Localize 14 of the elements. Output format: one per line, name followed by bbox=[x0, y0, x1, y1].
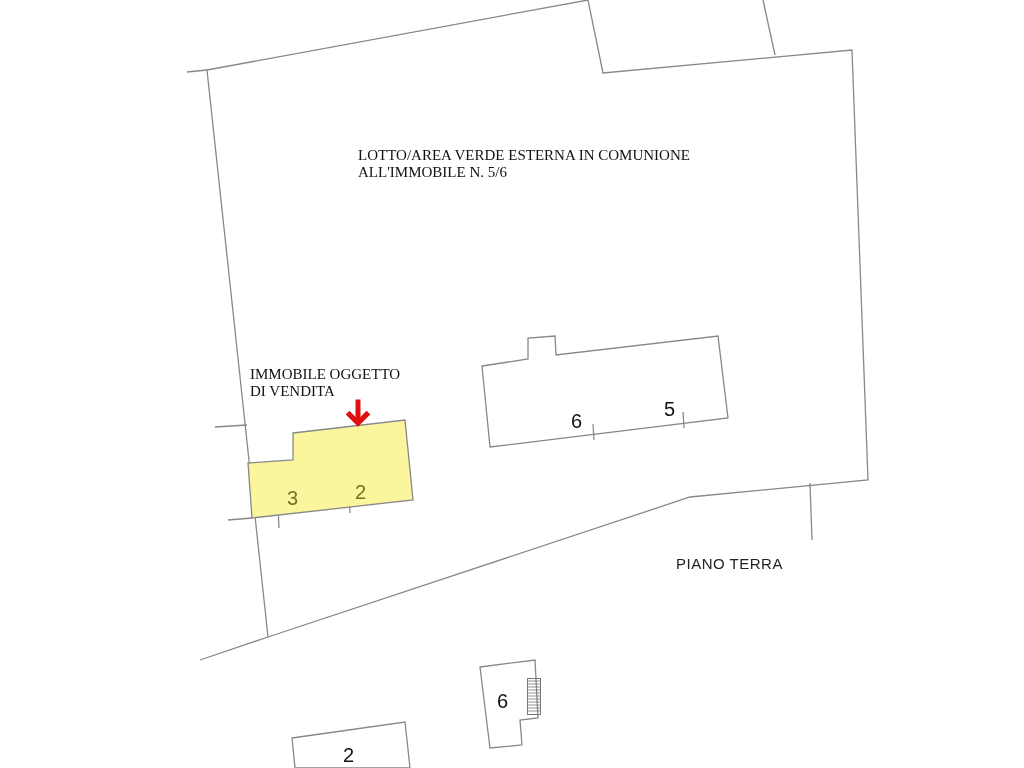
unit-number: 6 bbox=[497, 690, 509, 712]
callout-text: IMMOBILE OGGETTO DI VENDITA bbox=[250, 366, 410, 401]
building-outline bbox=[480, 660, 540, 749]
building-outline bbox=[292, 720, 410, 768]
arrow bbox=[345, 399, 371, 426]
unit-number: 6 bbox=[571, 410, 583, 432]
building-outline bbox=[482, 335, 730, 447]
unit-number: 5 bbox=[664, 398, 676, 420]
unit-number: 2 bbox=[355, 481, 367, 503]
unit-number: 2 bbox=[343, 744, 355, 766]
unit-number: 3 bbox=[287, 487, 299, 509]
floor-label: PIANO TERRA bbox=[676, 556, 783, 573]
area-description: LOTTO/AREA VERDE ESTERNA IN COMUNIONE ALL'IMMOBILE N. 5/6 bbox=[358, 147, 691, 180]
highlighted-building-outline bbox=[248, 419, 413, 518]
